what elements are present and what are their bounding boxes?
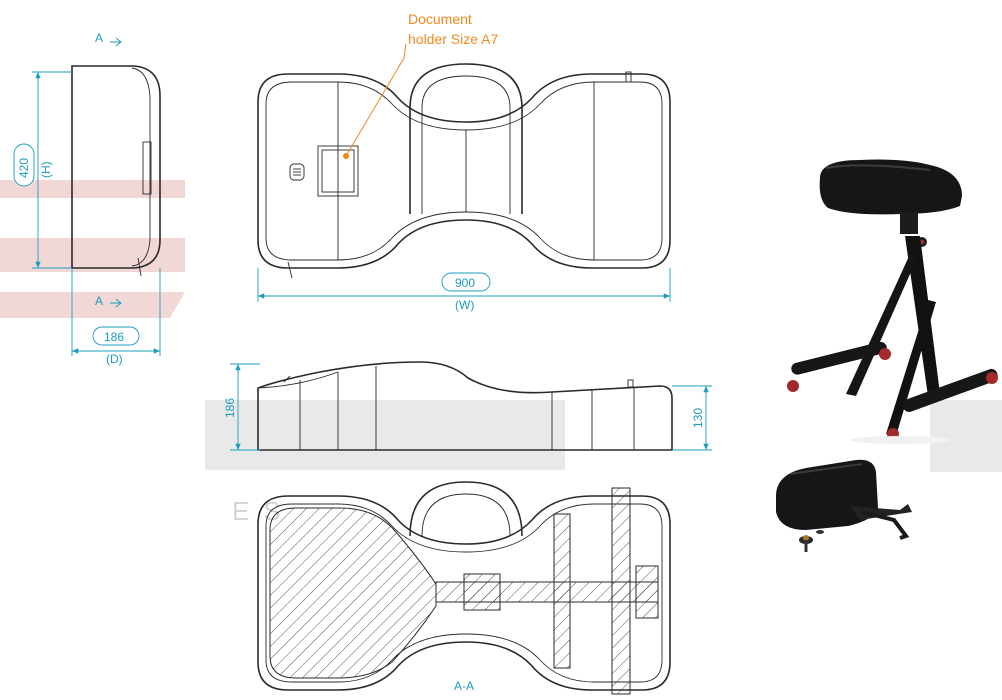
- front-left-height: 186: [223, 398, 237, 418]
- front-view: 186 130: [223, 361, 712, 451]
- callout-line2: holder Size A7: [408, 31, 498, 47]
- width-value: 900: [455, 276, 475, 290]
- side-view: A A 420 (H) 186 (D): [13, 31, 161, 366]
- height-value: 420: [17, 158, 31, 178]
- front-right-height: 130: [691, 408, 705, 428]
- seat-photo: [776, 459, 912, 552]
- depth-symbol: (D): [106, 352, 123, 366]
- width-symbol: (W): [455, 298, 474, 312]
- section-mark-bottom: A: [95, 294, 103, 308]
- depth-value: 186: [104, 330, 124, 344]
- callout-line1: Document: [408, 11, 472, 27]
- stool-photo: [787, 159, 998, 444]
- top-view: Document holder Size A7 900 (W): [257, 11, 671, 312]
- watermark: ES: [0, 180, 1002, 526]
- section-label: A-A: [454, 679, 474, 693]
- section-view: A-A: [257, 481, 671, 695]
- section-mark-top: A: [95, 31, 103, 45]
- height-symbol: (H): [39, 161, 53, 178]
